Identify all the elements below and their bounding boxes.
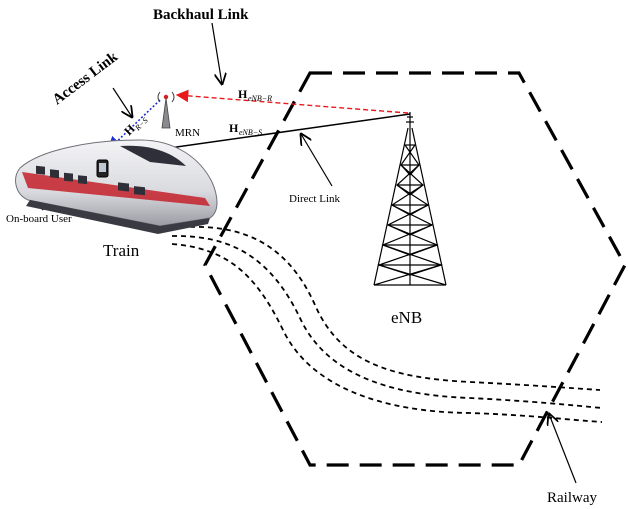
railway-tracks (171, 225, 603, 423)
cell-hexagon (203, 71, 627, 467)
access-link-label: Access Link (50, 49, 122, 109)
direct-link-label: Direct Link (289, 193, 341, 205)
h-enb-s-label: H eNB−S (229, 121, 262, 137)
svg-text:eNB−R: eNB−R (248, 94, 272, 103)
access-pointer (112, 87, 132, 117)
train-label: Train (103, 241, 140, 260)
tower-icon (373, 112, 447, 286)
backhaul-link-arrow (175, 89, 409, 114)
backhaul-link-label: Backhaul Link (153, 7, 249, 23)
svg-text:eNB−S: eNB−S (239, 128, 262, 137)
phone-icon (96, 159, 109, 178)
direct-link-pointer (301, 134, 333, 187)
railway-pointer (549, 414, 577, 484)
train-icon (15, 139, 218, 234)
antenna-icon (157, 91, 175, 129)
svg-text:H: H (238, 87, 248, 101)
enb-label: eNB (391, 308, 422, 327)
svg-text:H: H (229, 121, 239, 135)
backhaul-pointer (211, 22, 222, 84)
h-enb-r-label: H eNB−R (238, 87, 272, 103)
mrn-label: MRN (175, 127, 200, 139)
h-r-s-label: H R−S (121, 116, 149, 138)
railway-label: Railway (547, 490, 597, 506)
onboard-user-label: On-board User (6, 213, 72, 225)
